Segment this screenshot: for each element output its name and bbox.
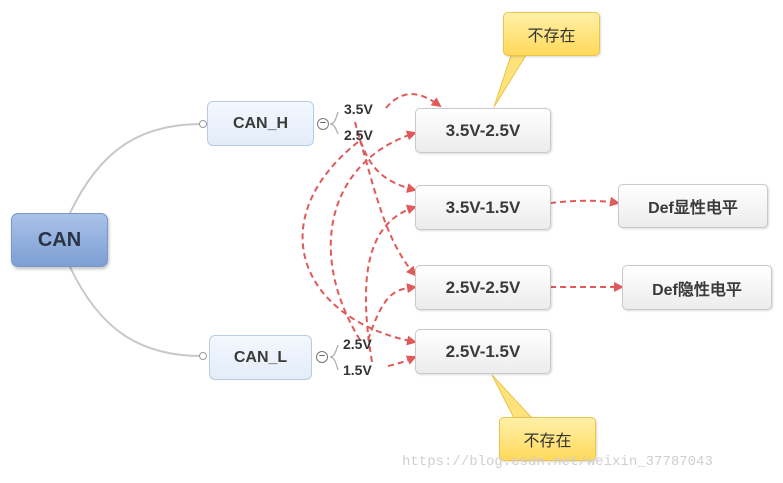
canh-anchor-dot bbox=[199, 120, 207, 128]
collapse-toggle-can-l[interactable]: − bbox=[316, 351, 328, 363]
callout-bottom-label: 不存在 bbox=[523, 433, 572, 450]
can-h-label: CAN_H bbox=[232, 114, 289, 132]
bottom-callout-tail bbox=[491, 374, 534, 419]
combo-label: 2.5V-1.5V bbox=[445, 341, 521, 361]
root-node-can[interactable]: CAN bbox=[11, 213, 108, 267]
result-recessive-label: Def隐性电平 bbox=[652, 281, 742, 299]
result-node-dominant[interactable]: Def显性电平 bbox=[618, 184, 768, 228]
arrow-h25-to-combo4 bbox=[301, 141, 417, 346]
arrow-l25-to-combo1 bbox=[329, 130, 417, 341]
arrow-l15-to-combo4 bbox=[387, 355, 417, 367]
combo-label: 2.5V-2.5V bbox=[445, 277, 521, 297]
callout-bottom-not-exist[interactable]: 不存在 bbox=[499, 417, 596, 461]
root-to-canh-connector bbox=[69, 123, 203, 214]
can-l-label: CAN_L bbox=[233, 348, 288, 366]
top-callout-tail bbox=[493, 51, 529, 108]
arrow-l15-to-combo2 bbox=[365, 204, 417, 363]
result-dominant-label: Def显性电平 bbox=[648, 200, 738, 217]
root-label: CAN bbox=[37, 228, 82, 251]
callout-top-label: 不存在 bbox=[527, 28, 576, 45]
root-to-canl-connector bbox=[69, 266, 203, 357]
result-node-recessive[interactable]: Def隐性电平 bbox=[622, 265, 772, 310]
combo-node-35-15[interactable]: 3.5V-1.5V bbox=[415, 185, 551, 230]
combo-node-25-25[interactable]: 2.5V-2.5V bbox=[415, 265, 551, 310]
arrow-l25-to-combo3 bbox=[367, 283, 417, 341]
arrow-combo2-to-dominant bbox=[549, 196, 620, 207]
arrow-h35-to-combo2 bbox=[354, 121, 417, 193]
arrow-h35-to-combo1 bbox=[385, 93, 442, 109]
branch-node-can-h[interactable]: CAN_H bbox=[207, 101, 314, 146]
can-l-level-high: 2.5V bbox=[343, 336, 372, 352]
watermark-text: https://blog.csdn.net/weixin_37787043 bbox=[402, 454, 713, 470]
callout-top-not-exist[interactable]: 不存在 bbox=[503, 12, 600, 56]
can-h-level-high: 3.5V bbox=[344, 101, 373, 117]
arrow-h25-to-combo3 bbox=[359, 139, 417, 277]
combo-label: 3.5V-2.5V bbox=[445, 120, 521, 140]
canl-anchor-dot bbox=[199, 352, 207, 360]
can-l-level-low: 1.5V bbox=[343, 362, 372, 378]
combo-label: 3.5V-1.5V bbox=[445, 197, 521, 217]
combo-node-25-15[interactable]: 2.5V-1.5V bbox=[415, 329, 551, 374]
canh-levels-bracket bbox=[329, 111, 339, 135]
branch-node-can-l[interactable]: CAN_L bbox=[209, 335, 312, 380]
canl-levels-bracket bbox=[329, 344, 339, 371]
combo-node-35-25[interactable]: 3.5V-2.5V bbox=[415, 108, 551, 153]
collapse-toggle-can-h[interactable]: − bbox=[317, 118, 329, 130]
can-h-level-low: 2.5V bbox=[344, 127, 373, 143]
